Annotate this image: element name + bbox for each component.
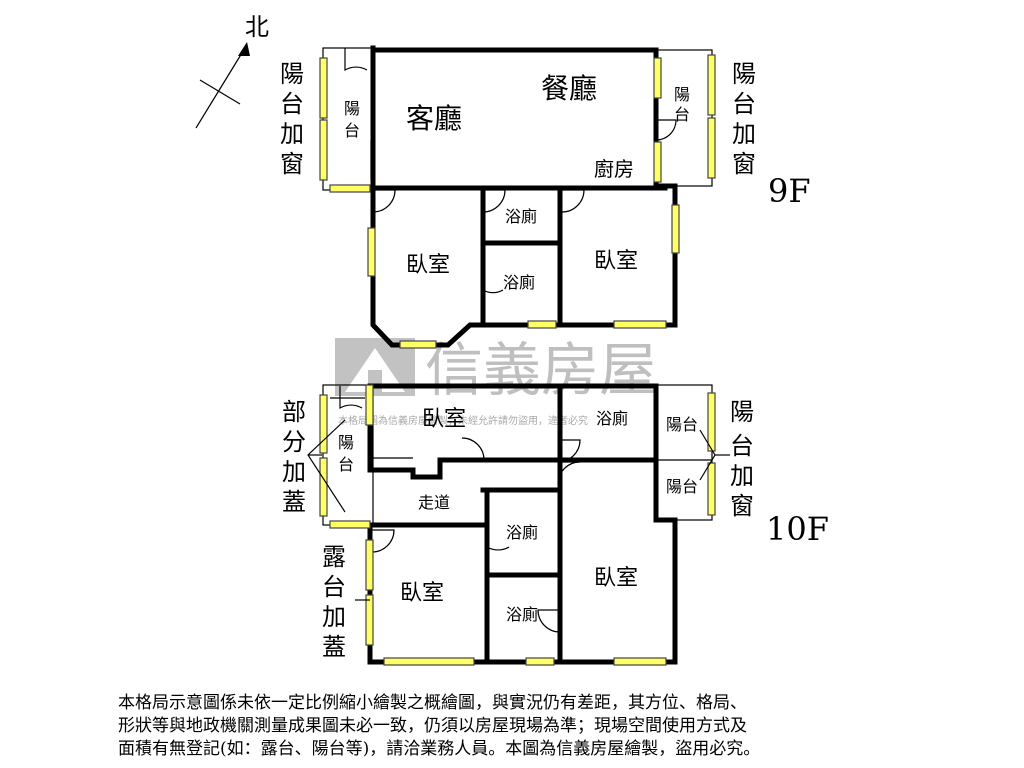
svg-text:露: 露 <box>322 543 346 571</box>
room-bath-top: 浴廁 <box>505 207 537 226</box>
north-label: 北 <box>245 13 269 41</box>
svg-text:陽: 陽 <box>732 60 756 88</box>
room-bed-w: 臥室 <box>406 253 450 278</box>
room-kitchen: 廚房 <box>594 157 634 181</box>
floor-9-plan: 客廳 餐廳 廚房 陽台 陽台 臥室 臥室 浴廁 浴廁 9F 陽 台 加 窗 陽 … <box>280 45 811 349</box>
room-bath-mid: 浴廁 <box>503 273 535 292</box>
svg-text:加: 加 <box>322 603 346 631</box>
svg-text:蓋: 蓋 <box>322 633 346 661</box>
note-9f-west: 陽 台 加 窗 <box>280 60 304 178</box>
room-10f-bath-low: 浴廁 <box>506 605 538 624</box>
room-dining: 餐廳 <box>541 72 597 105</box>
room-10f-balcony-e2: 陽台 <box>666 477 698 496</box>
watermark-brand: 信義房屋 <box>425 336 657 404</box>
room-10f-balcony-w: 陽台 <box>338 433 354 474</box>
svg-text:台: 台 <box>732 90 756 118</box>
disclaimer-line: 本格局示意圖係未依一定比例縮小繪製之概繪圖，與實況仍有差距，其方位、格局、 <box>118 693 747 713</box>
svg-text:窗: 窗 <box>730 492 754 520</box>
svg-text:分: 分 <box>282 428 306 456</box>
room-10f-bed-se: 臥室 <box>594 566 638 591</box>
svg-text:加: 加 <box>280 120 304 148</box>
note-10f-east: 陽 台 加 窗 <box>730 398 754 520</box>
room-living: 客廳 <box>406 102 462 135</box>
svg-text:台: 台 <box>730 432 754 460</box>
note-10f-southwest: 露 台 加 蓋 <box>322 543 346 661</box>
disclaimer-line: 形狀等與地政機關測量成果圖未必一致，仍須以房屋現場為準；現場空間使用方式及 <box>118 716 747 736</box>
disclaimer-line: 面積有無登記(如：露台、陽台等)，請洽業務人員。本圖為信義房屋繪製，盜用必究。 <box>118 739 761 759</box>
floor-9-label: 9F <box>768 172 811 210</box>
room-balcony-e: 陽台 <box>674 85 690 124</box>
room-balcony-w: 陽台 <box>344 99 360 140</box>
svg-text:陽: 陽 <box>280 60 304 88</box>
svg-text:加: 加 <box>732 120 756 148</box>
disclaimer: 本格局示意圖係未依一定比例縮小繪製之概繪圖，與實況仍有差距，其方位、格局、 形狀… <box>118 692 918 761</box>
floor-10-label: 10F <box>766 510 829 548</box>
svg-text:加: 加 <box>282 458 306 486</box>
room-bed-e: 臥室 <box>594 249 638 274</box>
svg-text:陽: 陽 <box>730 398 754 426</box>
watermark-small-text: 本格局圖為信義房屋繪製，未經允許請勿盜用，違者必究 <box>338 414 588 427</box>
floor-10-plan: 臥室 浴廁 陽台 陽台 陽台 走道 浴廁 臥室 臥室 浴廁 10F 部 分 加 … <box>282 383 829 666</box>
room-10f-bed-top: 臥室 <box>422 407 466 432</box>
svg-text:部: 部 <box>282 398 306 426</box>
svg-text:窗: 窗 <box>280 150 304 178</box>
room-10f-bath-top: 浴廁 <box>596 409 628 428</box>
room-10f-corridor: 走道 <box>418 493 450 512</box>
room-10f-balcony-e1: 陽台 <box>666 415 698 434</box>
note-9f-east: 陽 台 加 窗 <box>732 60 756 178</box>
svg-text:蓋: 蓋 <box>282 488 306 516</box>
svg-text:台: 台 <box>280 90 304 118</box>
svg-text:台: 台 <box>322 573 346 601</box>
room-10f-bath-mid: 浴廁 <box>506 523 538 542</box>
svg-text:窗: 窗 <box>732 150 756 178</box>
note-10f-west: 部 分 加 蓋 <box>282 398 306 516</box>
room-10f-bed-sw: 臥室 <box>400 581 444 606</box>
svg-text:加: 加 <box>730 462 754 490</box>
north-arrow-icon: 北 <box>195 13 269 129</box>
